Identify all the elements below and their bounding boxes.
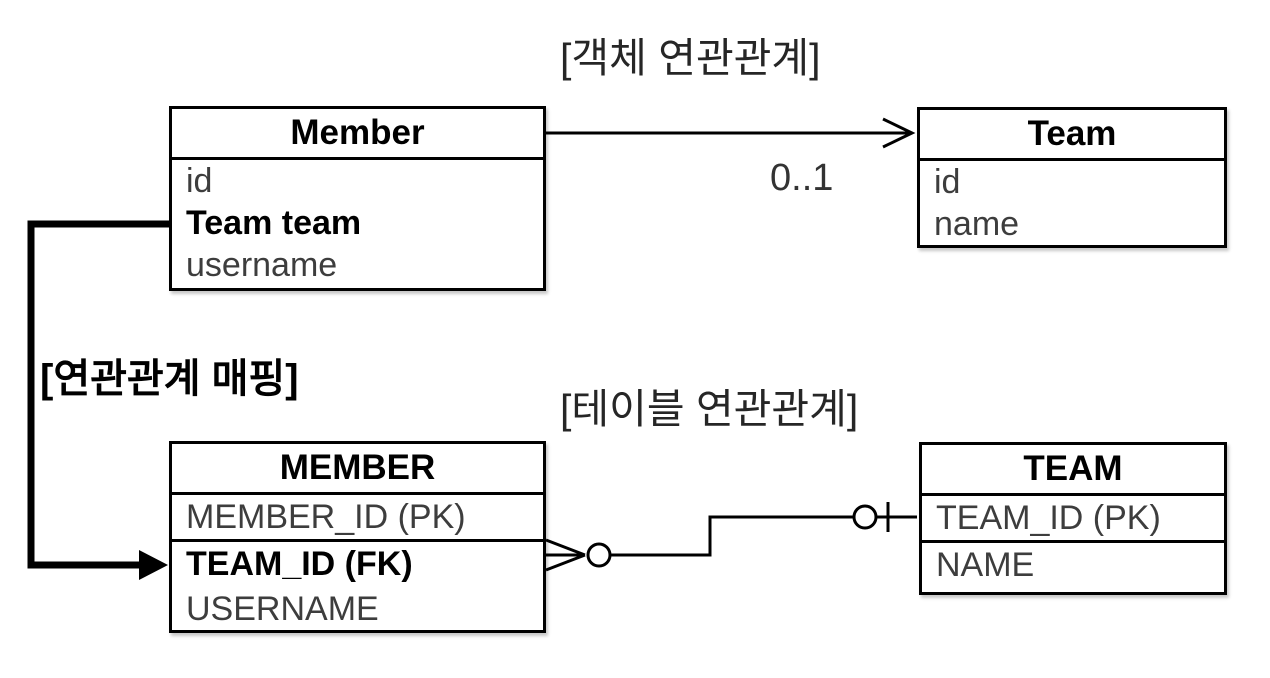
team-field-id: id [934,163,961,201]
member-field-team: Team team [186,204,362,242]
mapping-arrowhead [139,550,168,580]
team-table-name-column: NAME [936,546,1035,584]
member-table-pk-column: MEMBER_ID (PK) [172,495,543,542]
team-class-fields: id name [920,161,1224,245]
member-class-title: Member [172,109,543,160]
member-table-title: MEMBER [172,444,543,495]
team-table-pk-column: TEAM_ID (PK) [922,496,1224,543]
member-table-columns: TEAM_ID (FK) USERNAME [172,542,543,632]
team-table-columns: NAME [922,543,1224,588]
member-table-fk-column: TEAM_ID (FK) [186,545,413,583]
table-association-title: [테이블 연관관계] [560,386,859,432]
table-association-connector [545,502,917,572]
team-table-title: TEAM [922,445,1224,496]
object-association-title: [객체 연관관계] [560,35,821,81]
team-table-box: TEAM TEAM_ID (PK) NAME [919,442,1227,595]
object-association-arrow [546,117,916,149]
team-field-name: name [934,205,1020,243]
team-class-title: Team [920,110,1224,161]
member-class-box: Member id Team team username [169,106,546,291]
member-table-username-column: USERNAME [186,590,379,628]
member-field-username: username [186,246,338,284]
member-class-fields: id Team team username [172,160,543,286]
team-class-box: Team id name [917,107,1227,248]
member-field-id: id [186,162,213,200]
member-table-box: MEMBER MEMBER_ID (PK) TEAM_ID (FK) USERN… [169,441,546,633]
multiplicity-label: 0..1 [770,157,834,199]
association-mapping-title: [연관관계 매핑] [40,357,299,401]
